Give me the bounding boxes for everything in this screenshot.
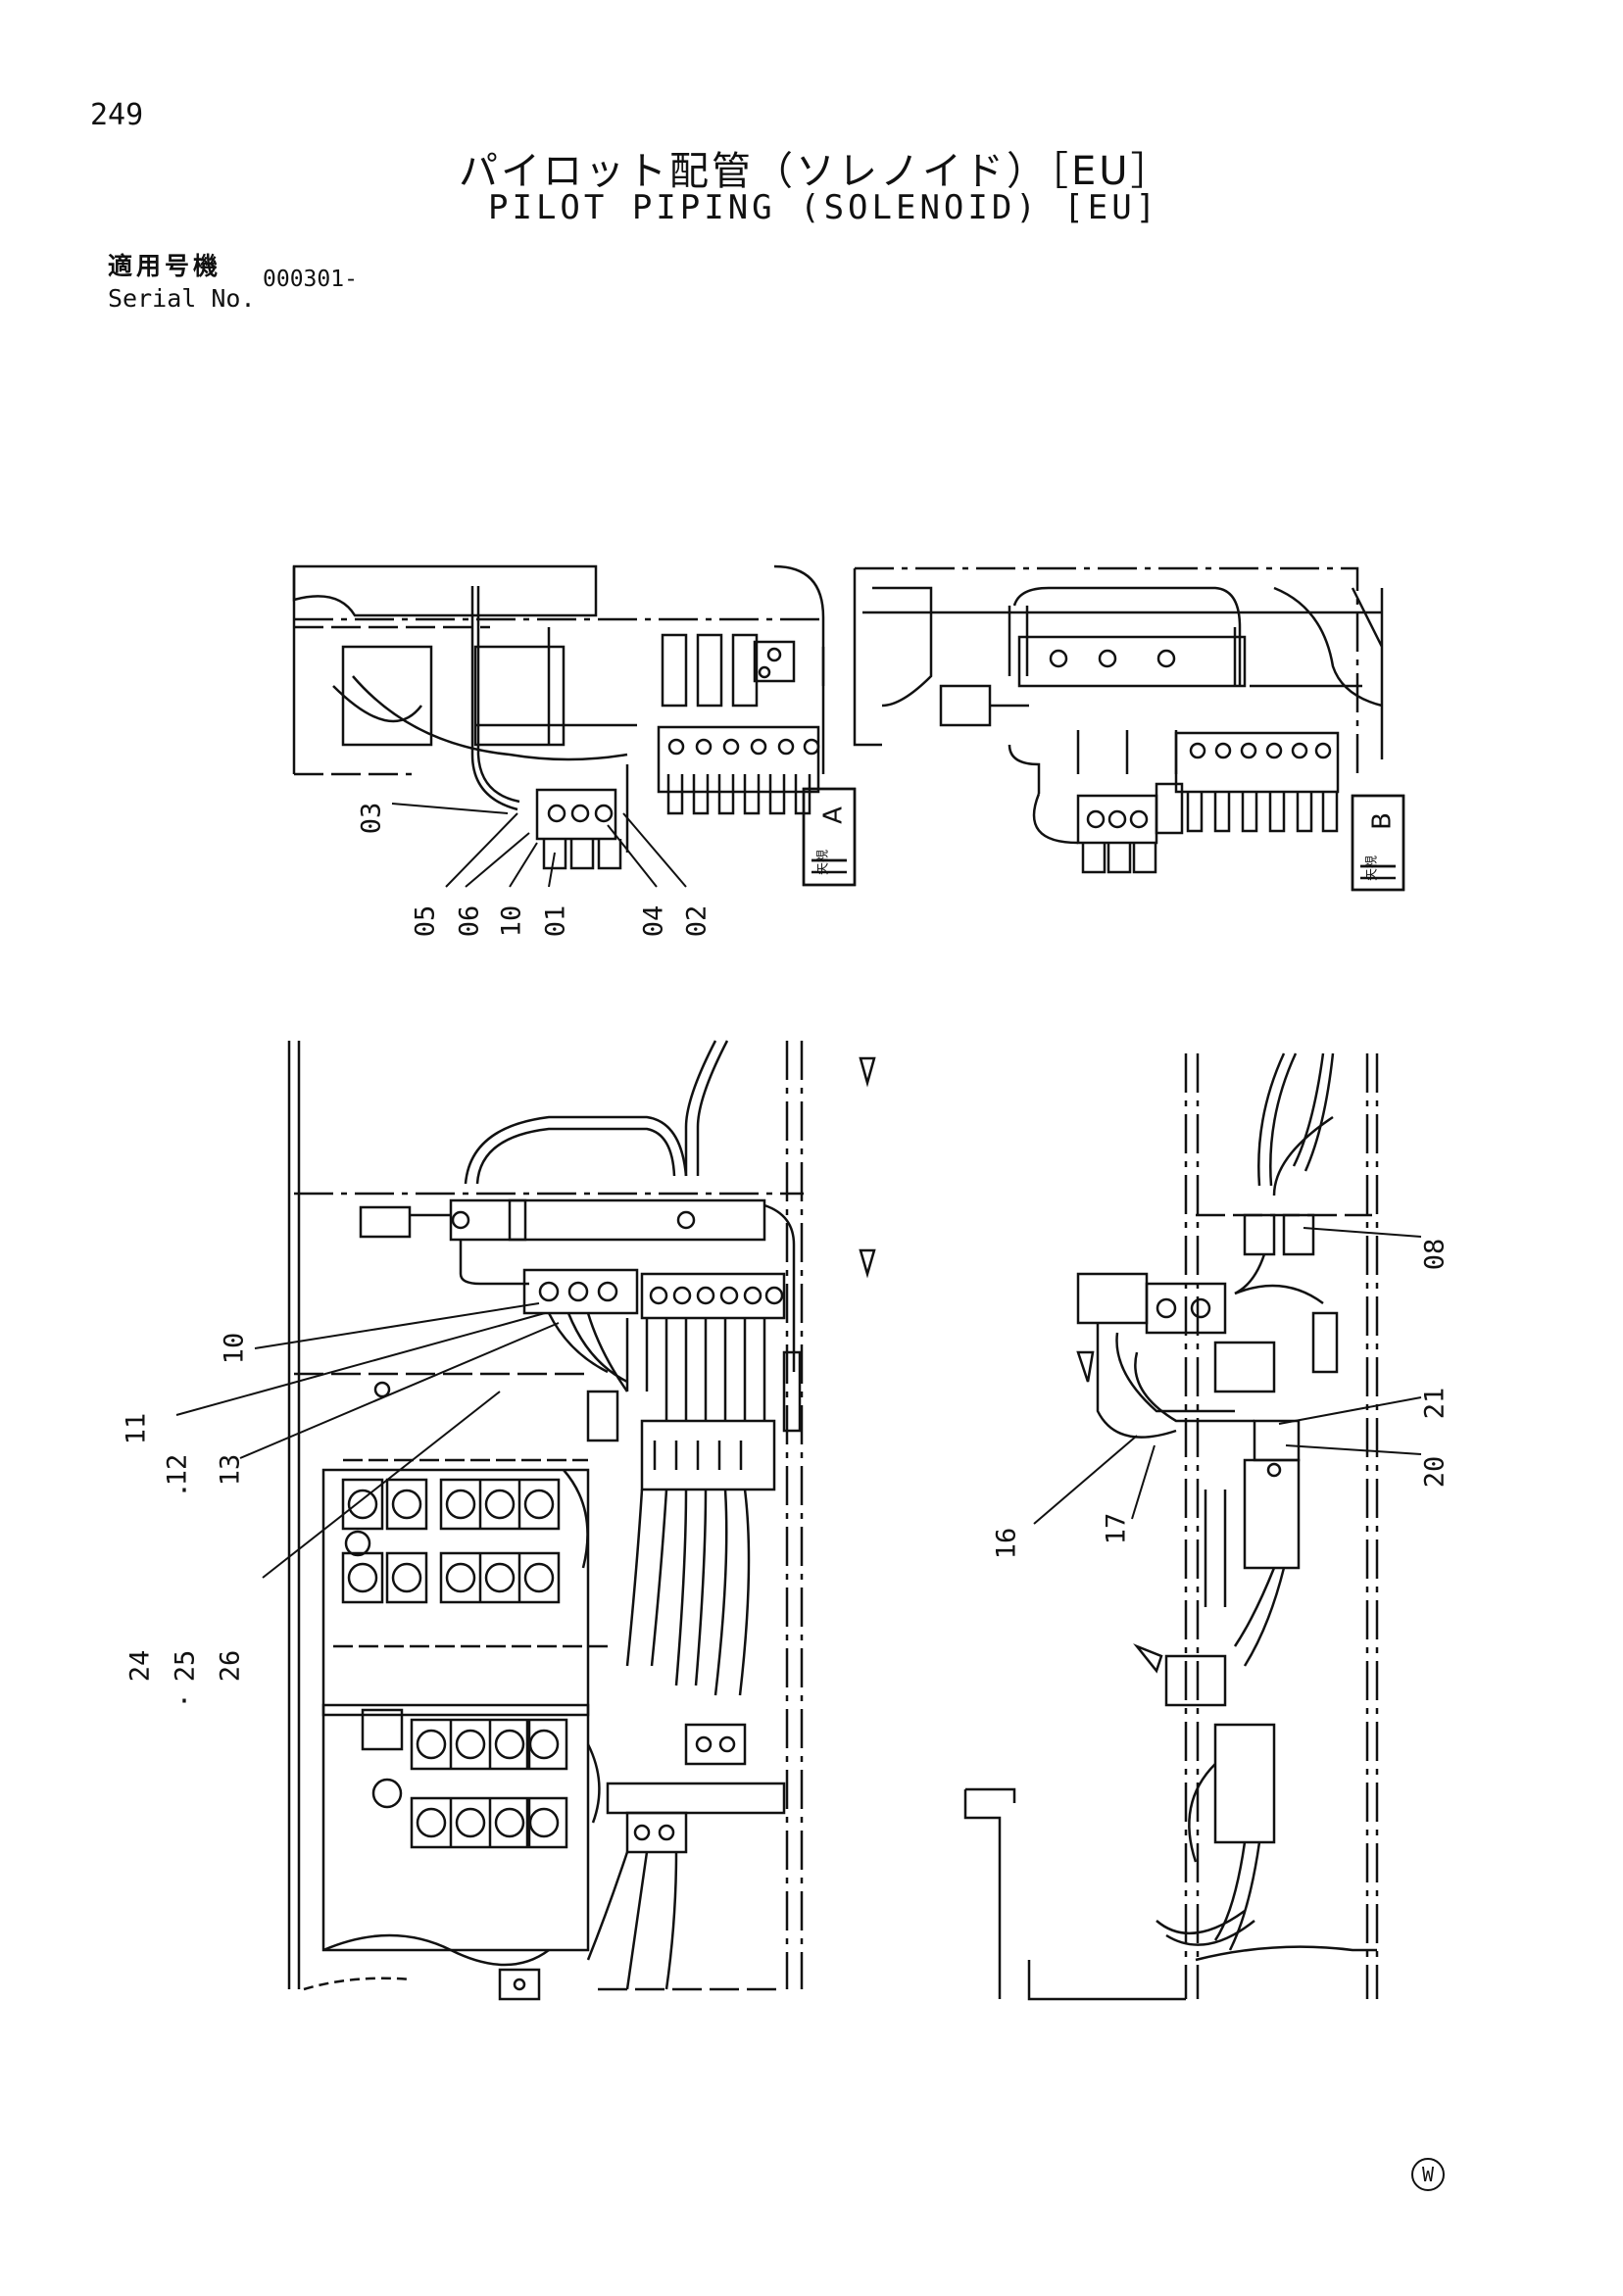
callout-21: 21 [1420, 1388, 1451, 1420]
callout-16: 16 [992, 1528, 1022, 1560]
callout-13: 13 [216, 1454, 246, 1487]
view-a-badge: A 矢視 [802, 787, 857, 887]
serial-number-value: 000301- [263, 267, 358, 292]
page-title-japanese: パイロット配管（ソレノイド）［EU］ [459, 149, 1173, 194]
serial-label-english: Serial No. [108, 284, 256, 313]
main-view-left [287, 1040, 876, 2001]
callout-04: 04 [639, 905, 669, 938]
callout-06: 06 [455, 905, 485, 938]
callout-11: 11 [122, 1413, 152, 1445]
callout-10-view-a: 10 [497, 905, 527, 938]
page-title-english: PILOT PIPING (SOLENOID) [EU] [488, 188, 1160, 227]
callout-03: 03 [357, 803, 387, 835]
detail-view-a [292, 564, 857, 887]
callout-08: 08 [1420, 1239, 1451, 1271]
view-a-label: A [819, 806, 849, 824]
main-view-right [963, 1052, 1379, 2001]
svg-text:·: · [176, 1686, 192, 1717]
callout-25: 25 [171, 1650, 201, 1683]
callout-17: 17 [1102, 1513, 1132, 1545]
serial-label-japanese: 適用号機 [108, 252, 222, 280]
callout-01: 01 [541, 905, 571, 938]
callout-02: 02 [682, 905, 713, 938]
svg-text:·: · [176, 1476, 192, 1506]
callout-20: 20 [1420, 1456, 1451, 1489]
publisher-mark: W [1411, 2158, 1445, 2191]
callout-12: 12 [163, 1454, 193, 1487]
callout-26: 26 [216, 1650, 246, 1683]
view-a-caption: 矢視 [816, 850, 831, 875]
callout-10: 10 [220, 1333, 250, 1365]
view-b-caption: 矢視 [1365, 855, 1380, 881]
callout-24: 24 [125, 1650, 156, 1683]
page-number: 249 [90, 98, 144, 132]
callout-05: 05 [411, 905, 441, 938]
callout-leaders [175, 803, 1422, 1579]
view-b-label: B [1368, 812, 1398, 830]
callout-numbers: 03 05 06 10 01 04 02 10 11 12 13 24 25 2… [122, 803, 1451, 1717]
view-b-badge: B 矢視 [1351, 794, 1405, 892]
detail-view-b [853, 566, 1405, 892]
